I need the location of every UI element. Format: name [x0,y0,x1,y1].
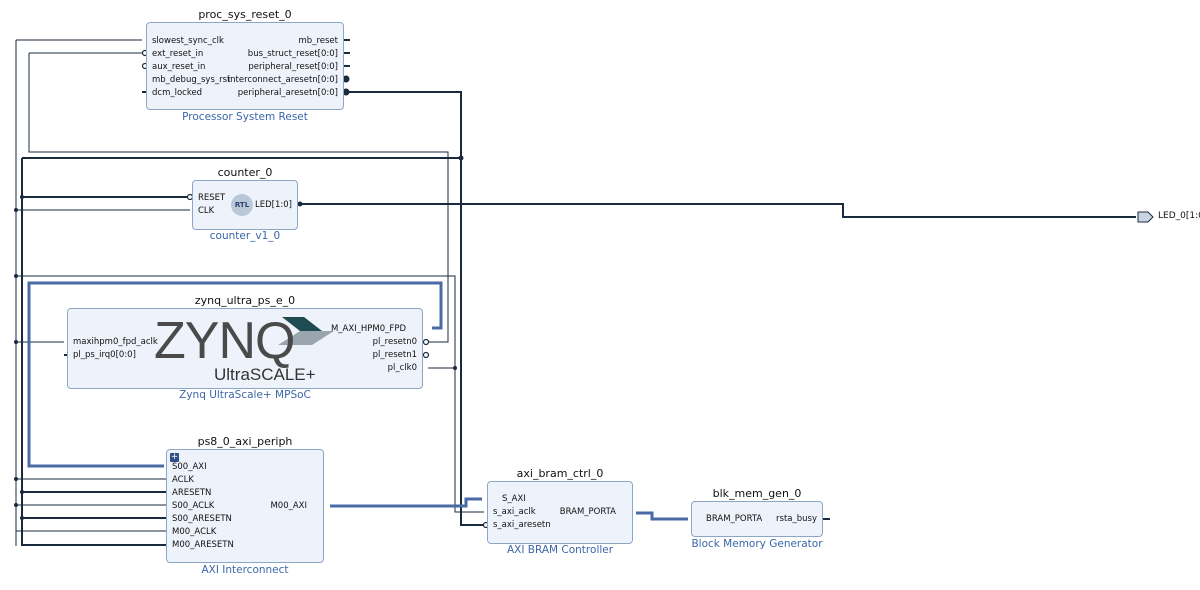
pin-aclk: ACLK [172,475,194,485]
pin-dcm-locked: dcm_locked [152,88,203,98]
pin-mb-debug-sys-rst: mb_debug_sys_rst [152,75,231,85]
pin-m00-axi: M00_AXI [270,501,307,511]
bus-m00-axi [330,497,482,508]
pin-m00-aresetn: M00_ARESETN [172,540,234,550]
pin-s-axi: S_AXI [502,494,526,504]
proc-sys-reset-instance: proc_sys_reset_0 [198,8,292,21]
pin-bram-porta-out: BRAM_PORTA [559,507,616,517]
zynq-logo-mark [278,317,334,345]
zynq-logo-text: ZYNQ [154,312,295,370]
expand-icon[interactable]: + [170,452,179,462]
pin-peripheral-reset: peripheral_reset[0:0] [248,62,338,72]
pin-pl-clk0: pl_clk0 [387,363,417,373]
blk-mem-block[interactable]: BRAM_PORTA rsta_busy [691,501,823,537]
interconnect-instance: ps8_0_axi_periph [197,435,293,448]
blk-mem-type: Block Memory Generator [691,538,823,550]
proc-sys-reset-block[interactable]: slowest_sync_clk ext_reset_in aux_reset_… [146,22,344,110]
bram-ctrl-type: AXI BRAM Controller [506,544,614,556]
pin-s-axi-aclk: s_axi_aclk [493,507,536,517]
pin-s-axi-aresetn: s_axi_aresetn [493,520,551,530]
pin-interconnect-aresetn: interconnect_aresetn[0:0] [227,75,338,85]
pin-aux-reset-in: aux_reset_in [152,62,206,72]
pin-reset: RESET [198,193,226,203]
pin-pl-resetn0: pl_resetn0 [372,337,417,347]
pin-clk: CLK [198,206,215,216]
rtl-icon: RTL [231,194,253,216]
pin-s00-axi: S00_AXI [172,462,207,472]
wire-pl-clk0 [16,275,456,369]
led-external-port[interactable]: LED_0[1:0] [1158,211,1200,221]
pin-slowest-sync-clk: slowest_sync_clk [152,36,224,46]
wire-led [300,203,1136,218]
pin-bus-struct-reset: bus_struct_reset[0:0] [247,49,338,59]
ultrascale-logo-text: UltraSCALE+ [214,365,316,384]
counter-block[interactable]: RESET CLK RTL LED[1:0] [192,180,298,230]
zynq-instance: zynq_ultra_ps_e_0 [194,294,296,307]
pin-m00-aclk: M00_ACLK [172,527,217,537]
interconnect-type: AXI Interconnect [201,564,289,576]
pin-s00-aresetn: S00_ARESETN [172,514,232,524]
pin-maxihpm0-fpd-aclk: maxihpm0_fpd_aclk [73,337,158,347]
pin-pl-resetn1: pl_resetn1 [372,350,417,360]
counter-instance: counter_0 [217,166,273,179]
interconnect-block[interactable]: + S00_AXI ACLK ARESETN S00_ACLK S00_ARES… [166,449,324,563]
pin-bram-porta-in: BRAM_PORTA [706,514,763,524]
blk-mem-instance: blk_mem_gen_0 [712,487,802,500]
pin-led: LED[1:0] [255,200,292,210]
pin-s00-aclk: S00_ACLK [172,501,215,511]
pin-m-axi-hpm0-fpd: M_AXI_HPM0_FPD [330,324,406,334]
bram-ctrl-block[interactable]: S_AXI s_axi_aclk s_axi_aresetn BRAM_PORT… [487,481,633,544]
led-port-arrow [1137,211,1154,223]
zynq-block[interactable]: maxihpm0_fpd_aclk pl_ps_irq0[0:0] ZYNQ U… [67,308,423,389]
pin-peripheral-aresetn: peripheral_aresetn[0:0] [237,88,338,98]
bus-bram-porta [636,511,688,521]
bram-ctrl-instance: axi_bram_ctrl_0 [516,467,604,480]
wire-peripheral-aresetn [348,91,484,526]
pin-mb-reset: mb_reset [298,36,338,46]
wire-pl-resetn0 [28,53,449,343]
proc-sys-reset-type: Processor System Reset [182,111,308,123]
wire-bram-aclk [454,368,484,513]
zynq-type: Zynq UltraScale+ MPSoC [179,389,311,401]
pin-pl-ps-irq0: pl_ps_irq0[0:0] [73,350,136,360]
counter-type: counter_v1_0 [209,230,281,242]
pin-aresetn: ARESETN [172,488,212,498]
pin-rsta-busy: rsta_busy [776,514,817,524]
bus-m-axi-hpm0 [27,281,443,468]
pin-ext-reset-in: ext_reset_in [152,49,204,59]
zynq-logo: ZYNQ UltraSCALE+ [154,313,334,389]
